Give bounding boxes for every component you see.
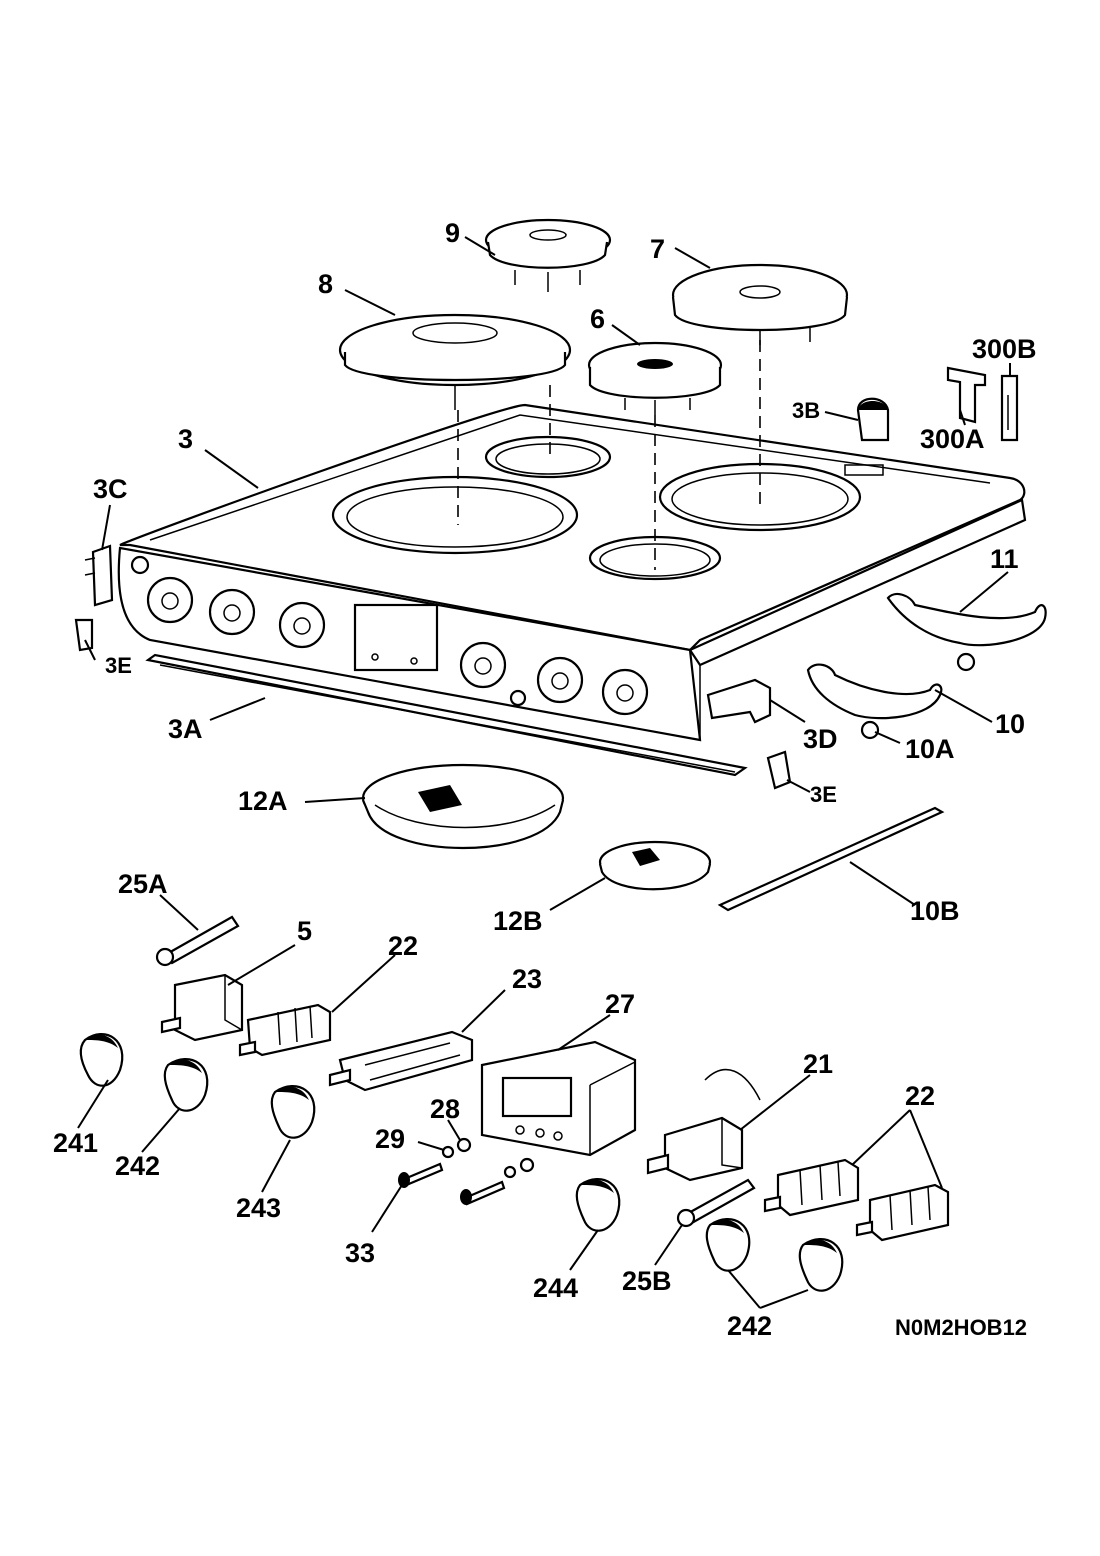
label-25b: 25B [622, 1266, 672, 1296]
label-22-left: 22 [388, 931, 418, 961]
label-23: 23 [512, 964, 542, 994]
label-8: 8 [318, 269, 333, 299]
control-panel-holes [130, 555, 649, 716]
energy-regulator-5 [160, 973, 244, 1042]
label-11: 11 [990, 544, 1019, 574]
hotplate-7 [671, 263, 849, 345]
label-3a: 3A [168, 714, 203, 744]
label-3d: 3D [803, 724, 838, 754]
part-300b [1000, 374, 1019, 442]
label-242-right: 242 [727, 1311, 772, 1341]
label-5: 5 [297, 916, 312, 946]
parts-28-29-33 [398, 1137, 535, 1206]
hob-top-3 [117, 403, 1027, 742]
label-243: 243 [236, 1193, 281, 1223]
knob-244 [575, 1178, 621, 1232]
lamp-25b [676, 1178, 756, 1228]
drawing-code: N0M2HOB12 [895, 1315, 1027, 1340]
hotplate-6 [587, 341, 723, 415]
label-3c: 3C [93, 474, 128, 504]
label-3e-right: 3E [810, 782, 837, 807]
switch-21 [646, 1069, 761, 1182]
knob-242-left [163, 1058, 209, 1112]
label-12b: 12B [493, 906, 543, 936]
label-25a: 25A [118, 869, 168, 899]
label-29: 29 [375, 1124, 405, 1154]
label-244: 244 [533, 1273, 578, 1303]
label-21: 21 [803, 1049, 833, 1079]
strip-10b [717, 806, 945, 912]
label-12a: 12A [238, 786, 288, 816]
part-3e-right [766, 750, 792, 790]
label-10b: 10B [910, 896, 960, 926]
label-3b: 3B [792, 398, 820, 423]
thermostat-23 [328, 1030, 474, 1092]
knob-242-right-b [798, 1238, 844, 1292]
hotplate-9 [484, 218, 612, 292]
knob-242-right-a [705, 1218, 751, 1272]
label-241: 241 [53, 1128, 98, 1158]
part-3d [706, 678, 772, 724]
part-3e-left [74, 618, 94, 652]
label-28: 28 [430, 1094, 460, 1124]
knob-243 [270, 1085, 316, 1139]
part-labels: 9 7 8 6 300B 3B 300A 3 3C 11 3E 3A 3D 10… [53, 218, 1037, 1341]
switch-22-right-b [855, 1183, 950, 1242]
switch-22-left [238, 1003, 332, 1057]
hotplate-8 [338, 313, 572, 410]
label-3e-left: 3E [105, 653, 132, 678]
label-10a: 10A [905, 734, 955, 764]
part-3b [856, 397, 890, 442]
part-3c [84, 544, 114, 607]
label-27: 27 [605, 989, 635, 1019]
label-10: 10 [995, 709, 1025, 739]
label-242-left: 242 [115, 1151, 160, 1181]
label-33: 33 [345, 1238, 375, 1268]
bracket-10 [806, 663, 943, 740]
label-9: 9 [445, 218, 460, 248]
label-7: 7 [650, 234, 665, 264]
label-3: 3 [178, 424, 193, 454]
label-300b: 300B [972, 334, 1037, 364]
lamp-25a [155, 915, 240, 967]
label-300a: 300A [920, 424, 985, 454]
bracket-11 [886, 592, 1047, 672]
strip-3a [145, 653, 748, 777]
drip-pan-12b [598, 840, 712, 891]
knob-241 [79, 1033, 124, 1087]
label-22-right: 22 [905, 1081, 935, 1111]
drip-pan-12a [361, 763, 565, 849]
part-300a [946, 366, 987, 424]
leader-lines [77, 236, 1011, 1309]
timer-27 [480, 1040, 637, 1157]
label-6: 6 [590, 304, 605, 334]
switch-22-right-a [763, 1158, 860, 1217]
